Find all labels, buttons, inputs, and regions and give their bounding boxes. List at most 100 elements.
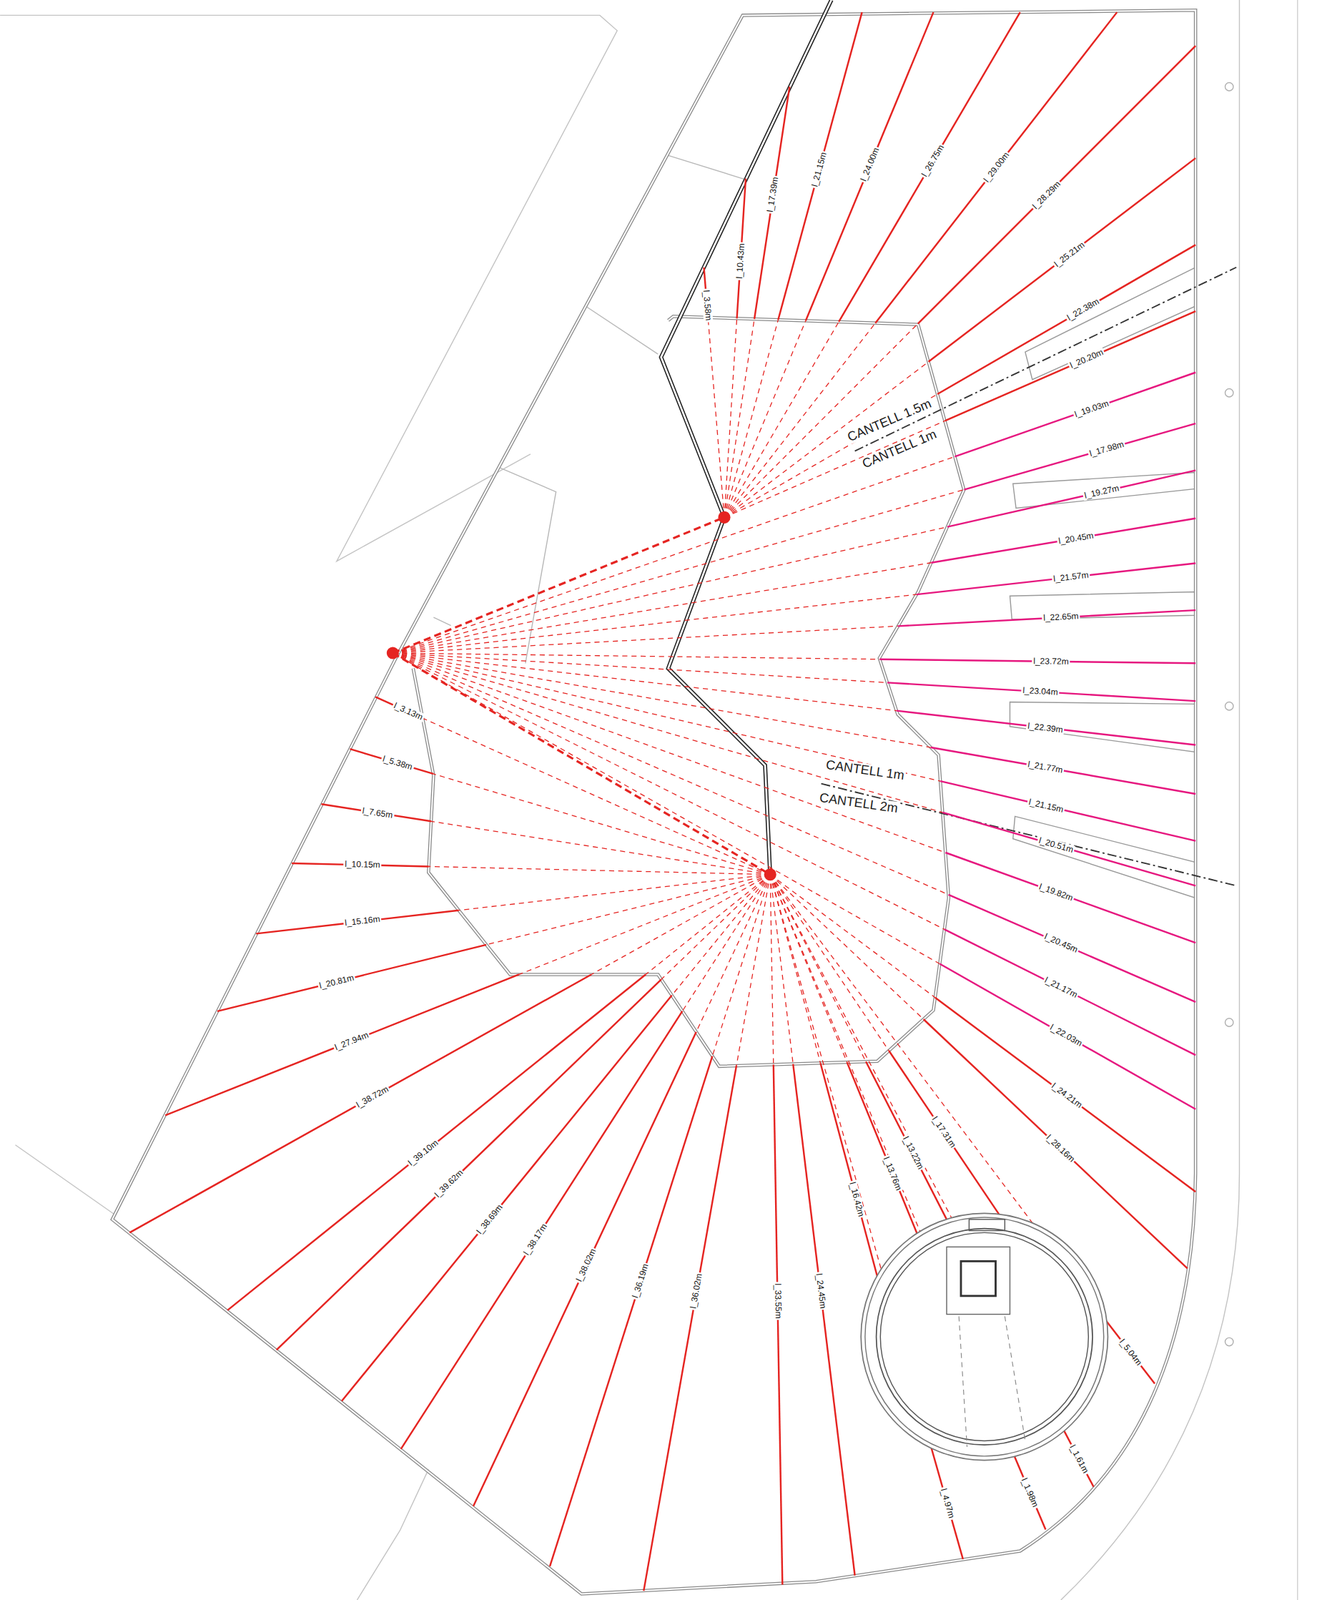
span-line bbox=[918, 45, 1196, 324]
projection-line bbox=[392, 652, 880, 660]
dimension-label: l_20.45m bbox=[1056, 530, 1097, 547]
dimension-label: l_21.15m bbox=[809, 150, 829, 190]
span-line bbox=[276, 978, 662, 1350]
dimension-label: l_38.69m bbox=[474, 1201, 506, 1237]
span-line bbox=[963, 423, 1196, 490]
span-line bbox=[1063, 1429, 1094, 1486]
span-line bbox=[937, 244, 1196, 394]
projection-line bbox=[431, 820, 771, 874]
dimension-label: l_39.62m bbox=[431, 1166, 466, 1200]
span-line bbox=[773, 1063, 783, 1584]
dimension-label: l_21.15m bbox=[1026, 796, 1066, 815]
dimension-label: l_21.77m bbox=[1026, 759, 1066, 776]
dimension-label: l_21.57m bbox=[1051, 570, 1091, 585]
hidden-line bbox=[958, 1315, 1026, 1447]
projection-line bbox=[392, 562, 931, 653]
site-boundary bbox=[112, 10, 1196, 1593]
dimension-label: l_39.10m bbox=[405, 1136, 442, 1169]
projection-line bbox=[724, 420, 945, 517]
span-line bbox=[948, 894, 1197, 1002]
projection-line bbox=[724, 323, 876, 518]
survey-mark bbox=[1225, 702, 1234, 710]
fan-boundary bbox=[392, 652, 771, 875]
survey-mark bbox=[1225, 1018, 1234, 1027]
projection-line bbox=[392, 652, 940, 964]
projection-line bbox=[392, 652, 946, 853]
projection-line bbox=[392, 652, 945, 929]
dimension-label: l_17.98m bbox=[1087, 439, 1127, 459]
cantilever-line bbox=[855, 267, 1237, 452]
dimension-label: l_24.00m bbox=[858, 145, 882, 184]
projection-line bbox=[724, 393, 938, 517]
dimension-label: l_23.72m bbox=[1031, 656, 1071, 667]
survey-mark bbox=[1225, 82, 1234, 91]
dimension-label: l_17.31m bbox=[929, 1113, 959, 1152]
dimension-label: l_13.22m bbox=[900, 1133, 926, 1172]
projection-line bbox=[724, 361, 929, 518]
span-line bbox=[945, 311, 1197, 421]
projection-line bbox=[392, 456, 955, 653]
span-line bbox=[1013, 1454, 1046, 1529]
span-line bbox=[401, 1010, 683, 1449]
dimension-label: l_22.38m bbox=[1064, 296, 1103, 324]
dimension-label: l_22.03m bbox=[1047, 1021, 1086, 1049]
span-line bbox=[940, 780, 1196, 841]
fan-boundary bbox=[392, 516, 725, 653]
stair-well bbox=[960, 1260, 996, 1296]
span-line bbox=[898, 609, 1196, 626]
span-line bbox=[129, 973, 592, 1232]
span-line bbox=[473, 1031, 697, 1506]
span-line bbox=[838, 12, 1021, 322]
projection-line bbox=[459, 874, 771, 911]
projection-line bbox=[724, 318, 755, 517]
span-line bbox=[805, 12, 934, 321]
neighbour-plot bbox=[0, 15, 618, 561]
dimension-label: l_16.42m bbox=[847, 1179, 866, 1219]
dimension-label: l_29.00m bbox=[980, 149, 1012, 186]
dimension-label: l_24.21m bbox=[1048, 1080, 1086, 1111]
dimension-label: l_28.29m bbox=[1029, 178, 1064, 212]
projection-line bbox=[770, 874, 936, 998]
sheet-frame bbox=[1296, 0, 1298, 1600]
dimension-label: l_38.02m bbox=[574, 1245, 599, 1285]
span-line bbox=[928, 158, 1197, 362]
projection-line bbox=[645, 874, 771, 975]
site-boundary bbox=[112, 10, 1196, 1593]
projection-line bbox=[392, 625, 899, 653]
well-ring bbox=[865, 1216, 1104, 1456]
fan-centre bbox=[386, 647, 399, 660]
projection-line bbox=[392, 594, 917, 653]
span-line bbox=[930, 747, 1196, 794]
span-line bbox=[916, 563, 1196, 595]
fan-centres bbox=[386, 511, 777, 881]
span-line bbox=[945, 852, 1196, 943]
projection-line bbox=[707, 317, 725, 517]
projection-line bbox=[770, 874, 774, 1065]
projection-line bbox=[433, 773, 771, 875]
projection-line bbox=[672, 874, 771, 996]
cantilever-note: CANTELL 2m bbox=[817, 790, 901, 816]
dimension-label: l_5.38m bbox=[380, 753, 415, 773]
stair-box bbox=[946, 1246, 1010, 1314]
dimension-label: l_36.19m bbox=[630, 1260, 652, 1300]
span-line bbox=[944, 928, 1196, 1055]
well-ring bbox=[876, 1228, 1093, 1445]
span-line bbox=[947, 470, 1196, 527]
dimension-label: l_4.97m bbox=[938, 1485, 956, 1521]
dimension-label: l_10.15m bbox=[343, 859, 382, 870]
dimension-label: l_7.65m bbox=[360, 805, 395, 821]
dimension-label: l_38.72m bbox=[353, 1083, 392, 1110]
dimension-label: l_5.04m bbox=[1116, 1335, 1144, 1368]
cantilever-line bbox=[821, 783, 1237, 886]
span-line bbox=[754, 86, 790, 319]
span-line bbox=[549, 1056, 713, 1566]
span-line bbox=[896, 710, 1196, 746]
dimension-label: l_19.27m bbox=[1081, 482, 1122, 501]
dimension-label: l_17.39m bbox=[765, 175, 781, 215]
dimension-label: l_22.39m bbox=[1026, 720, 1066, 735]
projection-line bbox=[519, 874, 771, 975]
dimension-label: l_13.76m bbox=[880, 1153, 904, 1193]
span-line bbox=[875, 12, 1117, 324]
span-line bbox=[820, 1062, 878, 1276]
